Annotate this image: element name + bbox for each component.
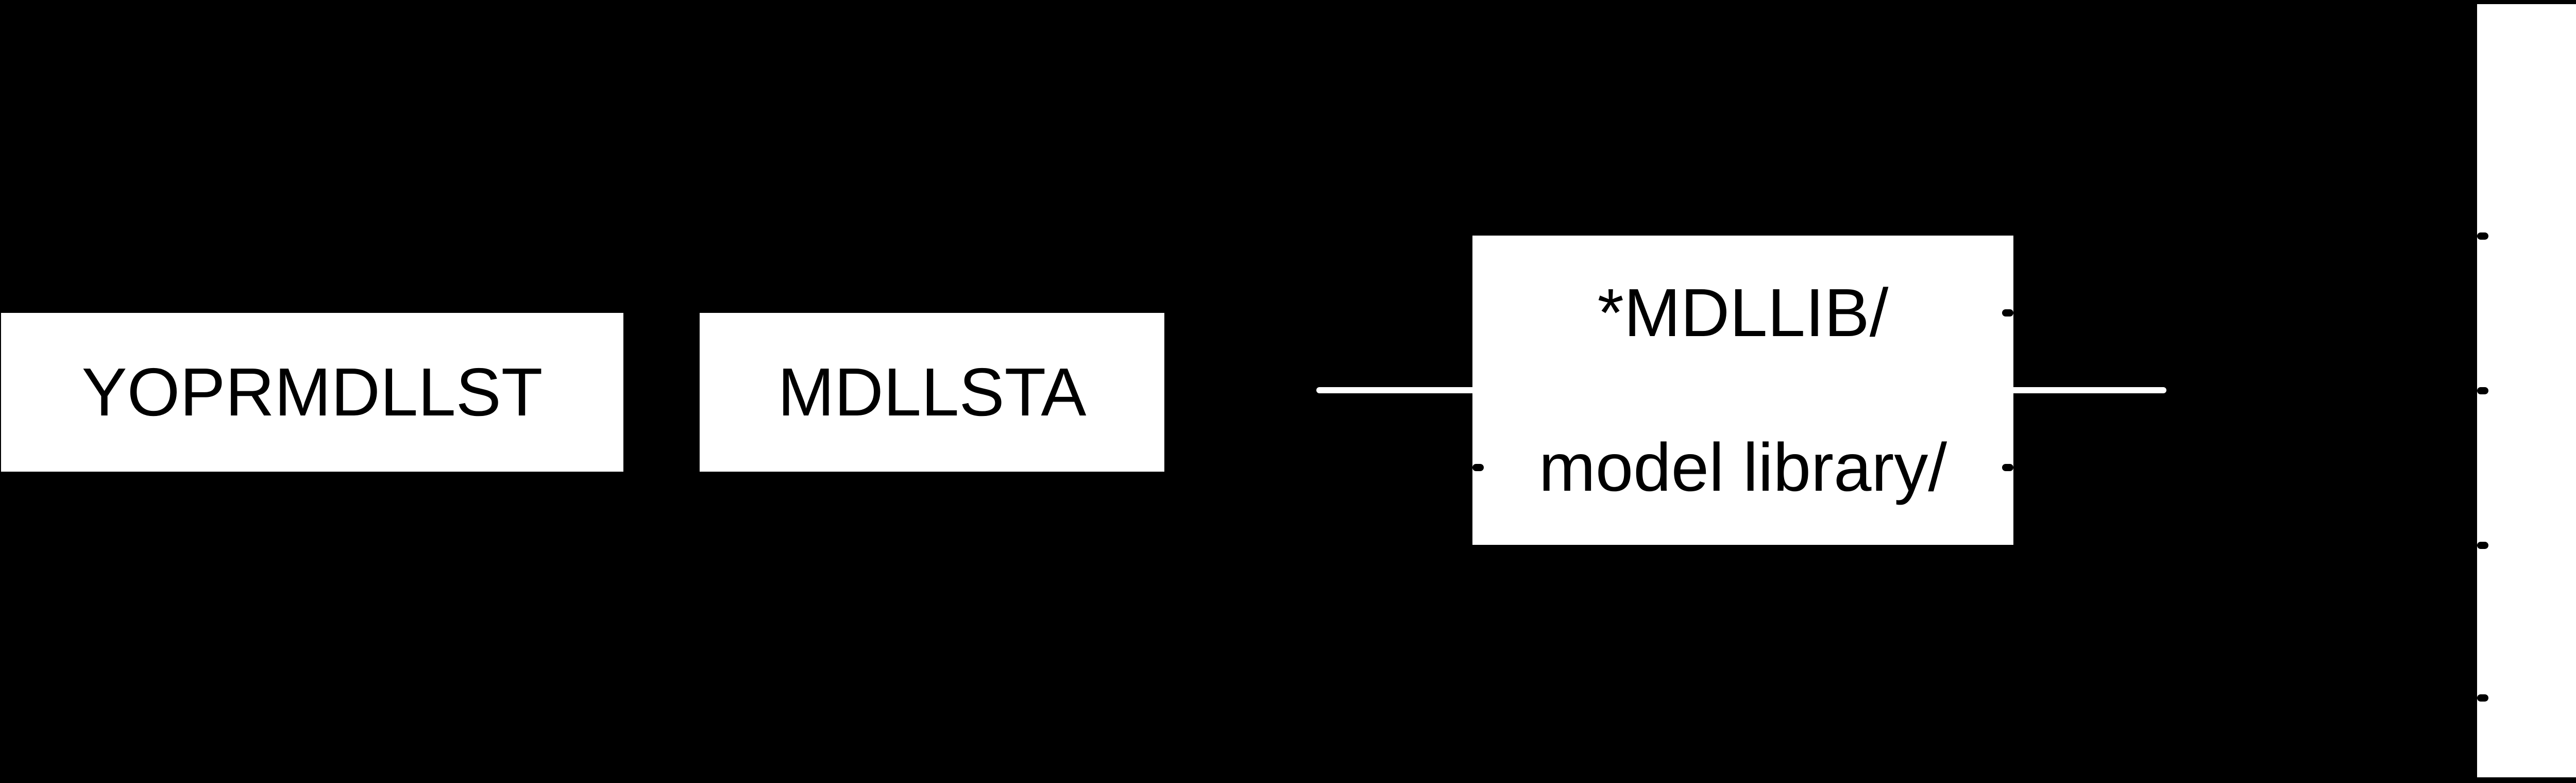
option-model-library: model library/ <box>1538 429 1947 505</box>
keyword-label: MDLLSTA <box>777 354 1087 430</box>
branch-tick <box>2002 464 2013 471</box>
branch-tick <box>2002 309 2013 316</box>
command-box: YOPRMDLLST <box>1 313 623 472</box>
option-mdllib: *MDLLIB/ <box>1597 275 1889 351</box>
option-select: *SELECT <box>2477 666 2576 734</box>
branch-tick <box>2477 542 2488 549</box>
branch-tick <box>2477 232 2488 240</box>
option-user: *USER <box>2477 511 2576 579</box>
branch-tick <box>1472 464 1484 471</box>
branch-tick <box>2477 694 2488 702</box>
branch-tick <box>2477 387 2488 394</box>
keyword-box: MDLLSTA <box>700 313 1164 472</box>
connector-line-right <box>2013 387 2166 393</box>
option-mdlprf: *MDLPRF <box>2477 357 2576 425</box>
command-label: YOPRMDLLST <box>81 354 543 430</box>
option-allobj: *ALLOBJ <box>2477 202 2576 270</box>
library-qualifier-box: *MDLLIB/ model library/ <box>1472 236 2013 545</box>
connector-line-left <box>1316 387 1472 393</box>
option-list-name: list name <box>2477 47 2576 115</box>
list-value-box: list name *ALLOBJ *MDLPRF *USER *SELECT <box>2477 4 2576 777</box>
